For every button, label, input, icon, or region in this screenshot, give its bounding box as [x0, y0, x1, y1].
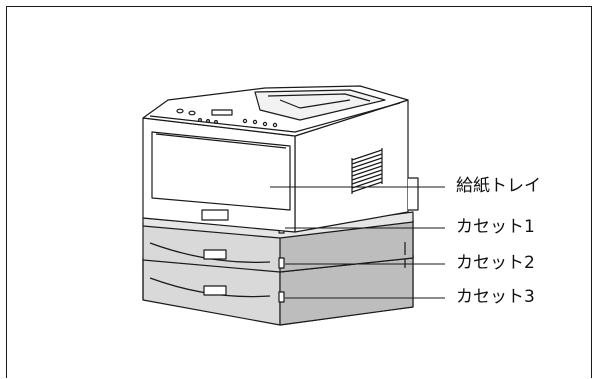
cassette-2-size-indicator — [278, 257, 285, 269]
cassette-2-handle — [203, 249, 227, 260]
label-cassette-2: カセット2 — [456, 253, 535, 273]
figure-frame — [6, 6, 592, 378]
cassette-3-size-indicator — [278, 291, 285, 303]
control-panel — [176, 108, 278, 128]
front-handle — [201, 209, 229, 221]
cassette-3-handle — [203, 285, 227, 296]
label-cassette-1: カセット1 — [456, 217, 535, 237]
label-feed-tray: 給紙トレイ — [456, 176, 541, 196]
feed-tray-door — [151, 131, 291, 211]
callout-lines — [270, 186, 445, 299]
side-vent — [351, 148, 383, 194]
cassette-3 — [142, 254, 414, 326]
label-cassette-3: カセット3 — [456, 287, 535, 307]
printer-body — [142, 85, 419, 233]
control-panel-display — [211, 109, 233, 116]
